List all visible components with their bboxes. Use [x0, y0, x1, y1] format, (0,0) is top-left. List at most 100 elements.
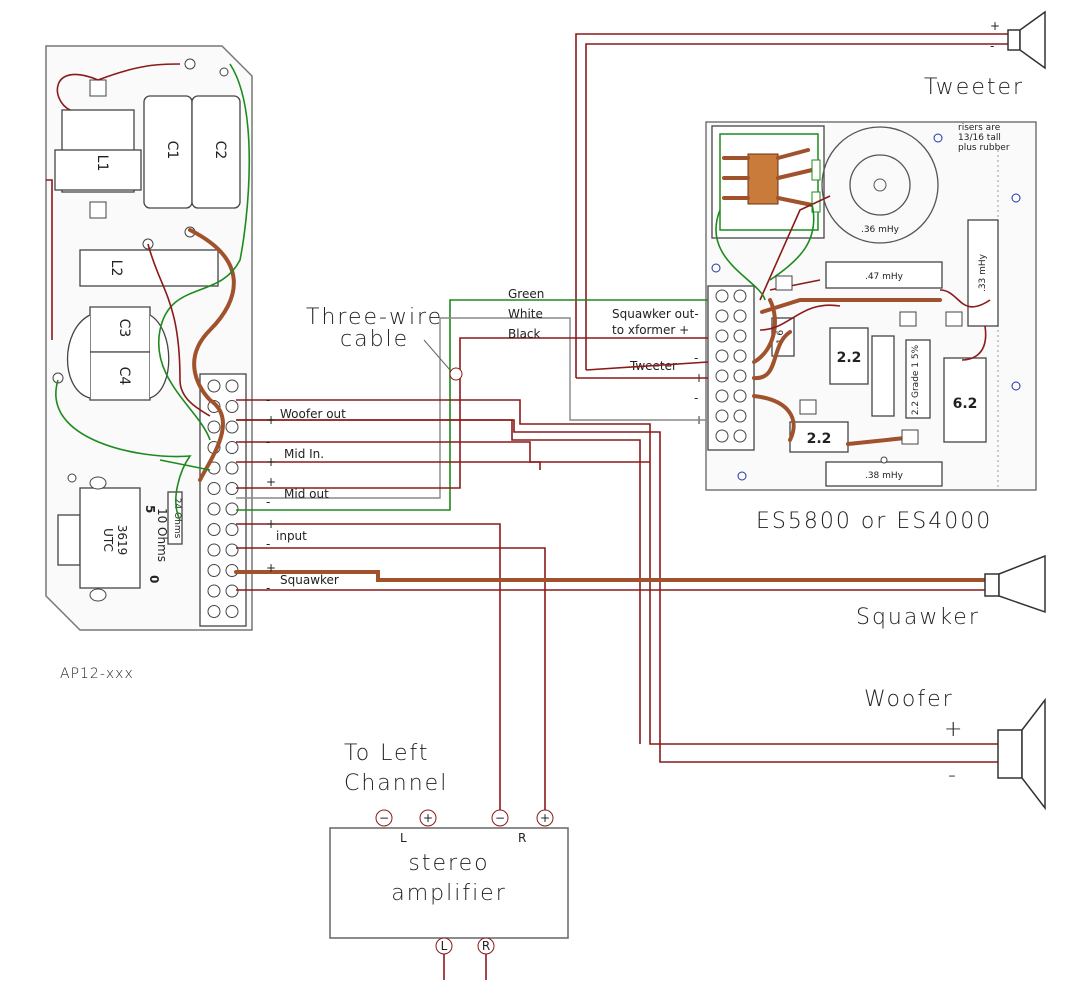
- svg-text:1.6: 1.6: [776, 330, 786, 345]
- crossover-board-right: risers are 13/16 tall plus rubber .36 mH…: [612, 121, 1037, 534]
- tweeter-label: Tweeter: [924, 75, 1024, 100]
- capacitor-C3: C3: [89, 306, 151, 353]
- svg-text:R: R: [518, 831, 526, 845]
- svg-text:Green: Green: [508, 287, 544, 301]
- amp-terminal-L-minus: −: [375, 809, 393, 827]
- svg-text:-: -: [694, 351, 698, 365]
- svg-text:-: -: [266, 495, 270, 509]
- tweeter-speaker: + - Tweeter: [924, 10, 1046, 100]
- terminal-screw: [207, 523, 221, 536]
- terminal-screw: [225, 441, 239, 454]
- terminal-strip-left: [199, 373, 247, 627]
- amp-terminal-L-plus: +: [419, 809, 437, 827]
- transformer-UTC: UTC 3619 5 0 10 Ohms 24 Ohms: [57, 476, 183, 602]
- svg-text:-: -: [990, 39, 994, 53]
- svg-text:C4: C4: [116, 367, 132, 386]
- svg-text:.33 mHy: .33 mHy: [978, 253, 988, 292]
- svg-text:Squawker: Squawker: [280, 573, 339, 587]
- terminal-screw: [715, 409, 729, 423]
- amp-output-L: L: [435, 937, 453, 980]
- svg-text:13/16 tall: 13/16 tall: [958, 133, 1001, 143]
- woofer-label: Woofer: [864, 687, 954, 712]
- terminal-screw: [207, 502, 221, 516]
- svg-text:White: White: [508, 307, 543, 321]
- terminal-screw: [207, 482, 221, 495]
- stereo-amplifier: To Left Channel stereo amplifier − + − +…: [329, 741, 569, 980]
- terminal-screw: [225, 379, 239, 393]
- svg-text:.36 mHy: .36 mHy: [861, 225, 900, 235]
- svg-text:input: input: [276, 529, 307, 543]
- svg-text:C2: C2: [212, 141, 228, 160]
- terminal-screw: [733, 349, 747, 363]
- terminal-screw: [225, 543, 239, 557]
- terminal-screw: [715, 289, 729, 303]
- svg-text:Mid In.: Mid In.: [284, 447, 324, 461]
- resistor-2-2-grade: 2.2 Grade 1 5%: [905, 339, 931, 419]
- inductor-L2: L2: [79, 249, 219, 287]
- inductor-047: .47 mHy: [825, 261, 943, 289]
- terminal-screw: [715, 429, 729, 443]
- svg-text:-: -: [266, 537, 270, 551]
- svg-text:risers are: risers are: [958, 123, 1001, 133]
- svg-text:6.2: 6.2: [953, 396, 978, 412]
- resistor-small: [871, 335, 895, 417]
- svg-text:+: +: [266, 455, 276, 469]
- terminal-screw: [715, 329, 729, 343]
- amp-terminal-R-minus: −: [491, 809, 509, 827]
- svg-text:L: L: [400, 831, 407, 845]
- left-terminal-labels: - + Woofer out - + Mid In. + - Mid out +…: [266, 393, 346, 595]
- woofer-speaker: Woofer + -: [864, 687, 1046, 811]
- svg-text:3619: 3619: [115, 525, 129, 556]
- capacitor-C4: C4: [66, 314, 170, 401]
- terminal-screw: [225, 523, 239, 536]
- squawker-label: Squawker: [856, 605, 980, 630]
- svg-text:cable: cable: [340, 327, 409, 352]
- svg-text:UTC: UTC: [101, 528, 115, 552]
- terminal-screw: [207, 379, 221, 393]
- terminal-screw: [225, 400, 239, 413]
- svg-text:+: +: [540, 811, 550, 825]
- svg-text:L: L: [441, 939, 448, 953]
- terminal-screw: [715, 389, 729, 403]
- terminal-screw: [225, 461, 239, 475]
- svg-text:2.2: 2.2: [837, 350, 862, 366]
- terminal-screw: [225, 502, 239, 516]
- svg-text:stereo: stereo: [408, 851, 489, 876]
- terminal-screw: [733, 329, 747, 343]
- svg-text:.47 mHy: .47 mHy: [865, 272, 904, 282]
- terminal-screw: [715, 369, 729, 383]
- svg-text:L2: L2: [108, 260, 124, 277]
- svg-text:plus rubber: plus rubber: [958, 143, 1010, 153]
- terminal-screw: [733, 389, 747, 403]
- resistor-2-2-a: 2.2: [829, 327, 869, 385]
- terminal-screw: [207, 605, 221, 618]
- cable-labels: Three-wire cable Green White Black: [306, 287, 544, 352]
- label-to-xformer: to xformer +: [612, 323, 689, 337]
- terminal-screw: [715, 349, 729, 363]
- svg-text:amplifier: amplifier: [391, 881, 507, 906]
- terminal-screw: [733, 309, 747, 323]
- sub-board: [711, 125, 825, 239]
- inductor-toroid: .36 mHy: [821, 126, 939, 244]
- label-L1: L1: [94, 155, 110, 172]
- svg-text:+: +: [944, 717, 964, 742]
- squawker-speaker: Squawker: [856, 554, 1046, 630]
- terminal-screw: [225, 420, 239, 434]
- svg-text:24 Ohms: 24 Ohms: [172, 498, 182, 539]
- terminal-screw: [733, 369, 747, 383]
- terminal-screw: [207, 543, 221, 557]
- terminal-screw: [225, 584, 239, 598]
- svg-text:−: −: [495, 811, 505, 825]
- svg-text:-: -: [266, 581, 270, 595]
- right-board-name: ES5800 or ES4000: [756, 509, 992, 534]
- svg-text:+: +: [266, 475, 276, 489]
- left-board-name: AP12-xxx: [60, 666, 134, 682]
- svg-text:+: +: [266, 561, 276, 575]
- svg-text:C3: C3: [116, 319, 132, 338]
- wiring: [46, 33, 1008, 812]
- svg-text:−: −: [379, 811, 389, 825]
- terminal-screw: [715, 309, 729, 323]
- svg-text:2.2 Grade 1 5%: 2.2 Grade 1 5%: [911, 344, 921, 415]
- svg-text:+: +: [423, 811, 433, 825]
